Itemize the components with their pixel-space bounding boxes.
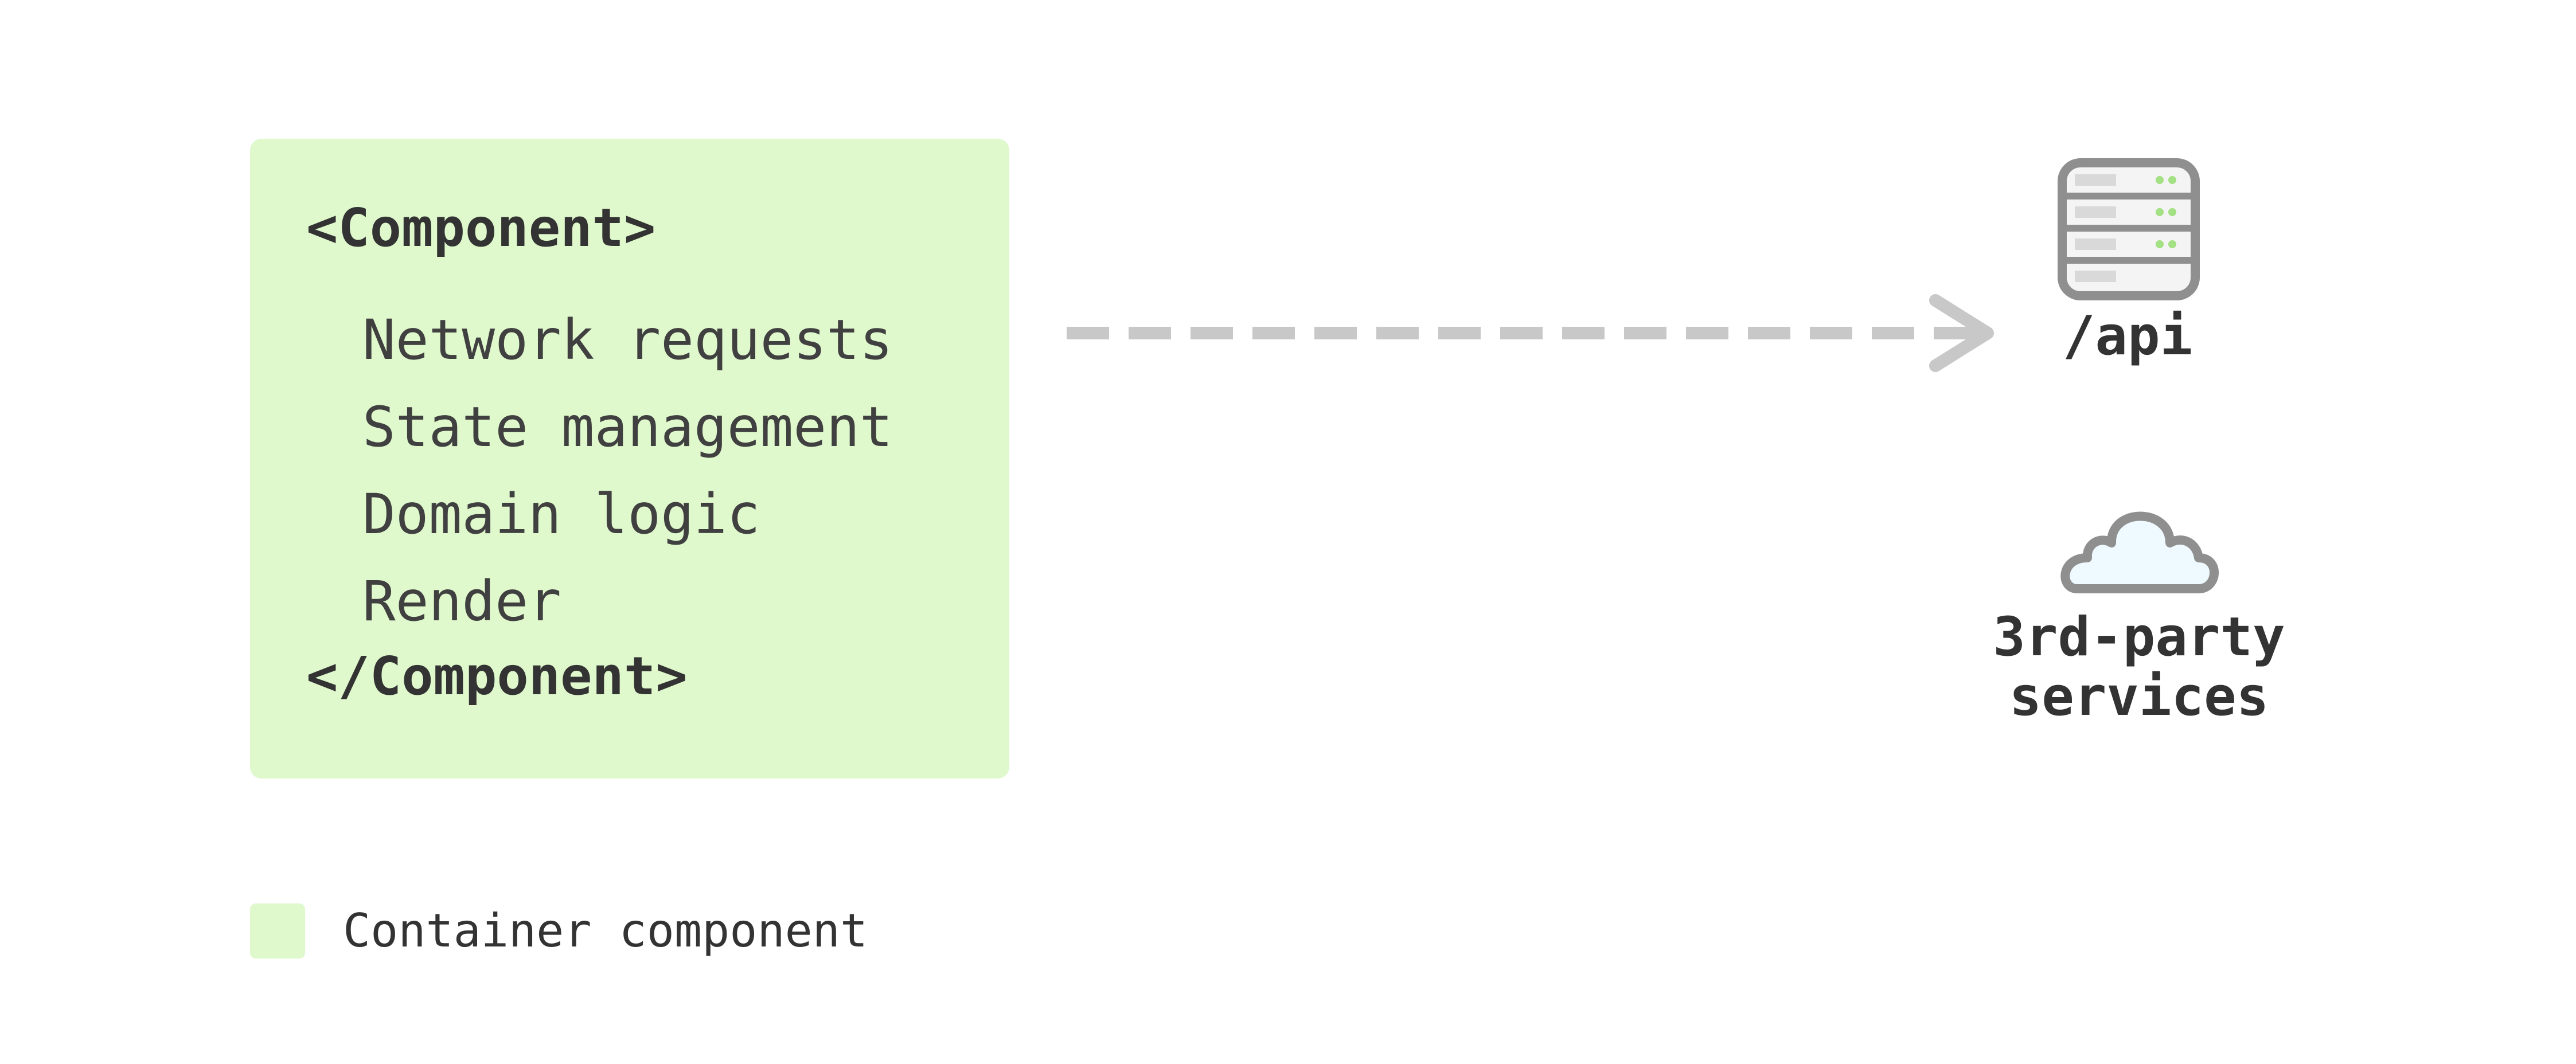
responsibility-state-management: State management [362,395,893,459]
services-label-line-1: 3rd-party [1993,606,2285,668]
server-icon [2058,158,2200,300]
cloud-icon [2060,511,2219,593]
container-component-box: <Component> Network requests State manag… [250,139,1009,779]
component-open-tag: <Component> [306,197,656,259]
legend: Container component [250,903,868,959]
api-label: /api [2062,305,2193,367]
services-label-line-2: services [2009,666,2269,728]
responsibility-list: Network requests State management Domain… [362,296,893,645]
arrow-head [1929,294,1994,372]
legend-swatch-container [250,903,305,959]
request-arrow [1067,294,1994,372]
responsibility-domain-logic: Domain logic [362,482,760,546]
responsibility-network-requests: Network requests [362,308,893,372]
legend-label-container: Container component [343,904,868,957]
component-close-tag: </Component> [306,646,688,707]
responsibility-render: Render [362,569,561,633]
third-party-services-label: 3rd-party services [1938,608,2340,727]
